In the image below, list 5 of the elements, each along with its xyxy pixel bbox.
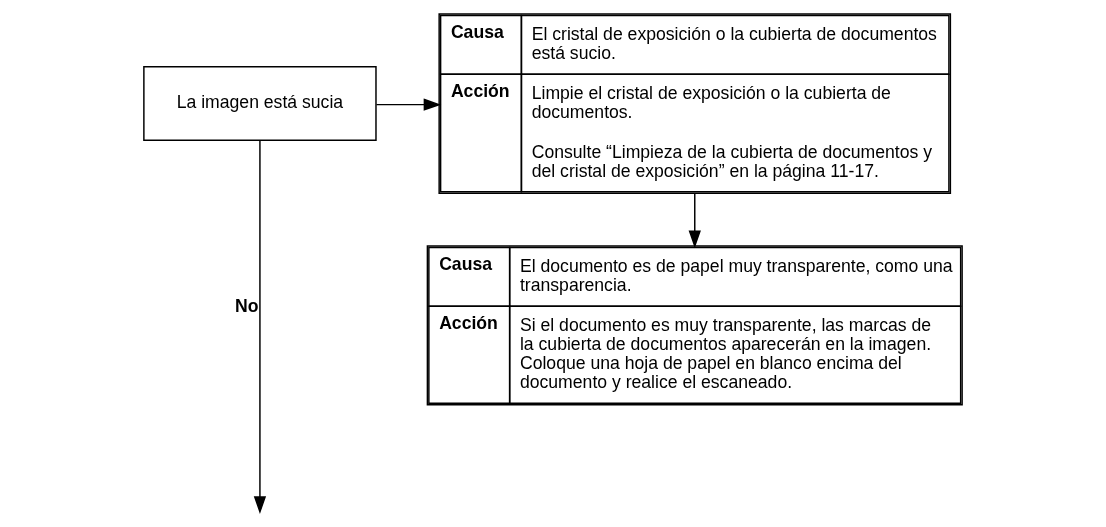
- arrow: [253, 139, 267, 514]
- edge-label: No: [234, 296, 259, 317]
- node-box: La imagen está sucia: [143, 66, 377, 142]
- arrow: [375, 98, 442, 111]
- arrow: [688, 193, 701, 249]
